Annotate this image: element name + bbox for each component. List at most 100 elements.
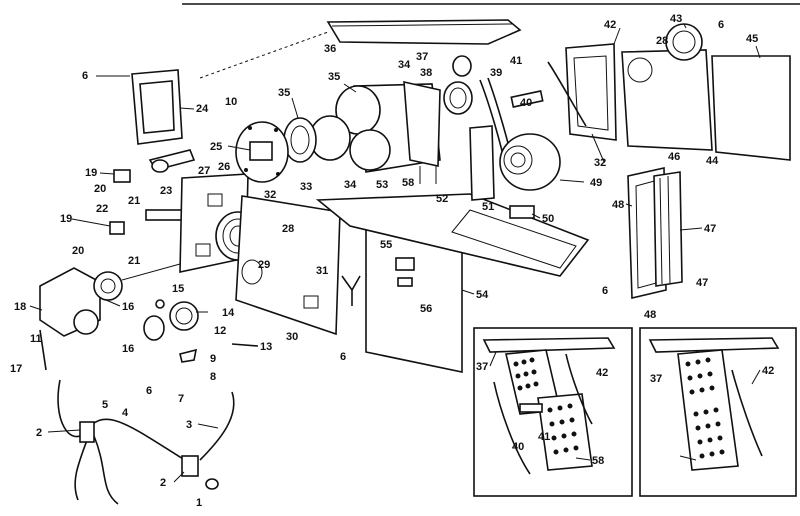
part-label-58: 58 — [592, 455, 604, 467]
part-label-37: 36 — [324, 43, 336, 55]
part-label-42: 41 — [510, 55, 522, 67]
part-label-33: 33 — [300, 181, 312, 193]
part-label-17: 17 — [10, 363, 22, 375]
part-label-47: 46 — [668, 151, 680, 163]
inset-box-right — [639, 327, 797, 497]
part-label-16: 10 — [225, 96, 237, 108]
heat-exchanger-34-36 — [309, 80, 441, 184]
part-label-16b: 11 — [30, 333, 42, 345]
inset-left-grid — [513, 357, 579, 455]
part-label-31: 31 — [316, 265, 328, 277]
part-label-9: 9 — [210, 353, 216, 365]
part-label-21b: 21 — [128, 255, 140, 267]
access-door-55 — [365, 227, 463, 373]
part-label-8: 8 — [210, 371, 216, 383]
part-label-47b: 47 — [696, 277, 708, 289]
part-label-37c: 37 — [650, 373, 662, 385]
part-label-51: 50 — [542, 213, 554, 225]
part-label-2: 2 — [36, 427, 42, 439]
part-label-10: 12 — [214, 325, 226, 337]
part-label-24: 24 — [196, 103, 209, 115]
part-label-52: 51 — [482, 201, 494, 213]
part-label-41b: 41 — [538, 431, 550, 443]
part-label-42b: 42 — [596, 367, 608, 379]
part-label-25: 25 — [210, 141, 222, 153]
burner-motor-15 — [39, 263, 181, 337]
part-label-6e: 6 — [146, 385, 152, 397]
part-label-57: 56 — [420, 303, 432, 315]
part-label-45: 44 — [706, 155, 719, 167]
part-label-49: 48 — [612, 199, 624, 211]
part-number-labels: 36 6 24 10 19 20 21 23 25 26 27 22 19 20… — [10, 13, 774, 509]
part-label-14: 16 — [122, 343, 134, 355]
part-label-43: 42 — [604, 19, 616, 31]
part-label-44: 43 — [670, 13, 682, 25]
wiring-harness — [39, 329, 235, 505]
part-label-13: 15 — [172, 283, 184, 295]
part-label-36: 35 — [328, 71, 340, 83]
part-label-27: 27 — [198, 165, 210, 177]
part-label-41: 40 — [520, 97, 532, 109]
part-label-50: 49 — [590, 177, 602, 189]
part-label-6d: 6 — [340, 351, 346, 363]
burner-plate-25-26 — [235, 121, 289, 183]
part-label-22: 22 — [96, 203, 108, 215]
part-label-54b: 53 — [376, 179, 388, 191]
part-label-40: 39 — [490, 67, 502, 79]
part-label-53: 52 — [436, 193, 448, 205]
bracket-31 — [341, 275, 361, 306]
part-label-3: 3 — [186, 419, 192, 431]
part-label-26: 26 — [218, 161, 230, 173]
inset-right-grid — [685, 357, 725, 459]
part-label-54: 58 — [402, 177, 414, 189]
part-label-42c: 42 — [762, 365, 774, 377]
part-label-40b: 40 — [512, 441, 524, 453]
part-label-19b: 19 — [60, 213, 72, 225]
part-label-12: 14 — [222, 307, 235, 319]
part-label-29: 29 — [258, 259, 270, 271]
flue-collar-38-39 — [443, 55, 473, 115]
part-label-34: 34 — [398, 59, 411, 71]
part-label-6b: 6 — [718, 19, 724, 31]
part-label-55: 54 — [476, 289, 489, 301]
part-label-19: 19 — [85, 167, 97, 179]
part-label-4: 4 — [122, 407, 129, 419]
leader-lines — [29, 23, 761, 483]
part-label-28b: 28 — [282, 223, 294, 235]
part-label-48b: 48 — [644, 309, 656, 321]
center-panel-33 — [235, 195, 341, 336]
part-label-37b: 37 — [476, 361, 488, 373]
part-label-2b: 2 — [160, 477, 166, 489]
part-label-34b: 34 — [344, 179, 357, 191]
inset-box-left — [473, 327, 633, 497]
filter-panels-43-45-46 — [547, 23, 791, 161]
filter-rack-47-49 — [627, 167, 683, 300]
part-label-20b: 20 — [72, 245, 84, 257]
part-label-6c: 6 — [602, 285, 608, 297]
part-label-5: 5 — [102, 399, 108, 411]
flange-ring-35 — [283, 117, 317, 163]
blower-50 — [469, 125, 561, 219]
part-label-15: 16 — [122, 301, 134, 313]
part-label-1: 1 — [196, 497, 202, 509]
part-label-56: 55 — [380, 239, 392, 251]
part-label-28: 28 — [656, 35, 668, 47]
part-label-32b: 32 — [594, 157, 606, 169]
part-label-35: 35 — [278, 87, 290, 99]
part-label-38: 37 — [416, 51, 428, 63]
part-label-46: 45 — [746, 33, 758, 45]
door-frame-24 — [131, 69, 183, 145]
parts-10-14 — [143, 299, 259, 363]
part-label-18: 18 — [14, 301, 26, 313]
part-label-39: 38 — [420, 67, 432, 79]
part-label-20: 20 — [94, 183, 106, 195]
part-label-30: 30 — [286, 331, 298, 343]
part-label-11: 13 — [260, 341, 272, 353]
part-label-21: 21 — [128, 195, 140, 207]
part-label-32: 32 — [264, 189, 276, 201]
part-label-6: 6 — [82, 70, 88, 82]
part-label-23: 23 — [160, 185, 172, 197]
part-label-7: 7 — [178, 393, 184, 405]
top-panel-37 — [199, 19, 522, 79]
